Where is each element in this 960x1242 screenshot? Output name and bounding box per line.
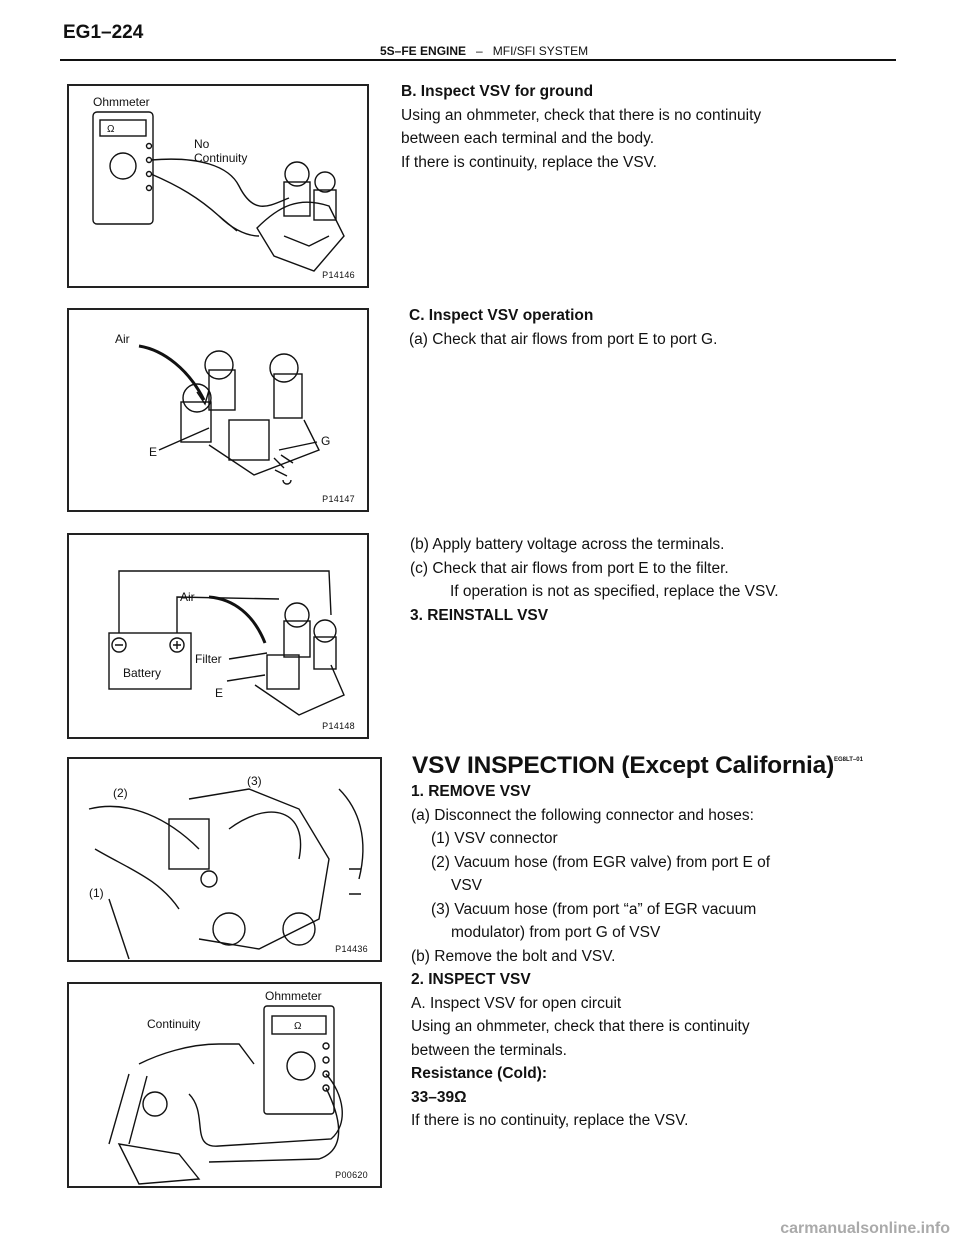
fig1-note2: Continuity (194, 151, 247, 165)
header-system: MFI/SFI SYSTEM (492, 44, 589, 58)
fig1-ohm-icon: Ω (107, 124, 115, 135)
step-1a-item-2: (2) Vacuum hose (from EGR valve) from po… (431, 853, 771, 871)
figure-id: P14146 (322, 270, 355, 280)
fig2-port-g: G (321, 434, 330, 448)
figure-id: P14147 (322, 494, 355, 504)
section-code: EG8LT–01 (834, 757, 863, 763)
header-separator: – (476, 44, 483, 58)
vsv-removal-illustration: (2) (3) (1) (88, 774, 364, 960)
fig3-filter-label: Filter (195, 652, 222, 666)
watermark: carmanualsonline.info (780, 1220, 950, 1237)
fig5-note: Continuity (147, 1017, 200, 1031)
section-c-continued: (b) Apply battery voltage across the ter… (410, 533, 779, 627)
ohmmeter-continuity-illustration: Ohmmeter Ω Continuity (108, 989, 343, 1185)
step-1a: (a) Disconnect the following connector a… (411, 806, 754, 824)
section-c-note: If operation is not as specified, replac… (450, 583, 779, 600)
step-1a-item-3-cont: modulator) from port G of VSV (451, 924, 661, 941)
step-2a-title: A. Inspect VSV for open circuit (411, 994, 622, 1012)
ohmmeter-ground-illustration: Ohmmeter Ω No Continuity (92, 95, 345, 272)
step-1a-item-1: (1) VSV connector (431, 830, 558, 847)
step-2a-line: between the terminals. (411, 1041, 567, 1059)
battery-illustration: Air Filter E Battery (108, 570, 345, 716)
section-b-title: B. Inspect VSV for ground (401, 83, 594, 100)
fig3-air-label: Air (180, 590, 195, 604)
figure-id: P00620 (335, 1170, 368, 1180)
fig5-meter-label: Ohmmeter (265, 989, 322, 1003)
step-2a-line: If there is no continuity, replace the V… (411, 1112, 689, 1129)
section-c-step-c: (c) Check that air flows from port E to … (410, 559, 729, 577)
step-2-title: 2. INSPECT VSV (411, 971, 531, 988)
fig1-meter-label: Ohmmeter (93, 95, 150, 109)
fig1-note1: No (194, 137, 210, 151)
vsv-section-body: 1. REMOVE VSV (a) Disconnect the followi… (411, 780, 770, 1133)
section-c: C. Inspect VSV operation (a) Check that … (409, 304, 717, 351)
figure-battery-filter-check: Air Filter E Battery P14148 (67, 533, 369, 739)
airflow-illustration: Air E G (115, 332, 330, 485)
figure-id: P14148 (322, 721, 355, 731)
spec-value: 33–39Ω (411, 1088, 467, 1106)
step-1a-item-3: (3) Vacuum hose (from port “a” of EGR va… (431, 900, 757, 918)
section-c-step-a: (a) Check that air flows from port E to … (409, 330, 718, 348)
section-c-title: C. Inspect VSV operation (409, 307, 594, 324)
figure-vsv-removal: (2) (3) (1) P14436 (67, 757, 382, 962)
step-1b: (b) Remove the bolt and VSV. (411, 947, 616, 965)
step-2a-line: Using an ohmmeter, check that there is c… (411, 1018, 750, 1035)
figure-air-flow-e-to-g: Air E G P14147 (67, 308, 369, 512)
fig5-ohm-icon: Ω (294, 1021, 302, 1032)
section-heading: VSV INSPECTION (Except California) (412, 752, 835, 779)
section-b-line: If there is continuity, replace the VSV. (401, 153, 657, 171)
figure-ohmmeter-continuity: Ohmmeter Ω Continuity P00620 (67, 982, 382, 1188)
fig4-callout-1: (1) (89, 886, 104, 900)
running-header: 5S–FE ENGINE – MFI/SFI SYSTEM (380, 44, 588, 58)
step-1a-item-2-cont: VSV (451, 877, 483, 894)
spec-label: Resistance (Cold): (411, 1065, 548, 1082)
fig2-port-e: E (149, 445, 157, 459)
section-c-step-b: (b) Apply battery voltage across the ter… (410, 536, 725, 553)
fig3-battery-label: Battery (123, 666, 161, 680)
page-number: EG1–224 (63, 22, 144, 43)
fig4-callout-2: (2) (113, 786, 128, 800)
step-1-title: 1. REMOVE VSV (411, 783, 531, 800)
step-3-title: 3. REINSTALL VSV (410, 606, 549, 624)
section-b-line: between each terminal and the body. (401, 130, 655, 147)
fig4-callout-3: (3) (247, 774, 262, 788)
figure-ohmmeter-ground-check: Ohmmeter Ω No Continuity P14146 (67, 84, 369, 288)
fig3-port-e: E (215, 686, 223, 700)
figure-id: P14436 (335, 944, 368, 954)
fig2-air-label: Air (115, 332, 130, 346)
section-b-line: Using an ohmmeter, check that there is n… (401, 106, 762, 124)
header-engine: 5S–FE ENGINE (380, 44, 467, 58)
header-rule (60, 59, 896, 61)
section-b: B. Inspect VSV for ground Using an ohmme… (401, 80, 761, 174)
